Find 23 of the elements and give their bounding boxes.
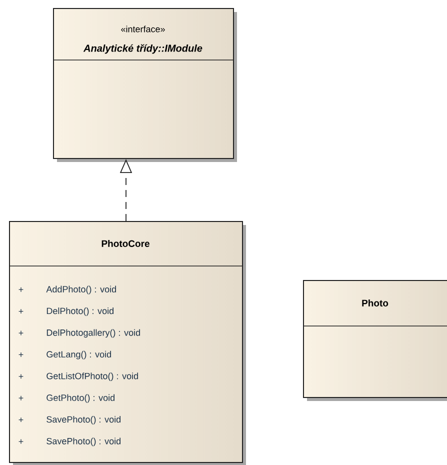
operation-label: DelPhotogallery() : void (46, 329, 140, 338)
visibility-marker: + (18, 352, 24, 357)
visibility-marker: + (18, 287, 24, 292)
operation-label: DelPhoto() : void (46, 308, 114, 316)
operation-label: GetLang() : void (46, 350, 111, 360)
visibility-marker: + (18, 439, 24, 444)
operation-label: AddPhoto() : void (46, 286, 116, 294)
visibility-marker: + (18, 396, 24, 400)
visibility-marker: + (18, 309, 24, 314)
visibility-marker: + (18, 374, 24, 379)
operation-label: GetPhoto() : void (46, 394, 114, 403)
operation-label: SavePhoto() : void (46, 438, 120, 446)
operation-label: SavePhoto() : void (46, 416, 120, 424)
operation-label: GetListOfPhoto() : void (46, 372, 138, 381)
class-name: PhotoCore (102, 240, 150, 247)
class-name: Photo (362, 300, 388, 306)
visibility-marker: + (18, 330, 24, 336)
class-box (8, 221, 246, 465)
class-box (52, 8, 237, 162)
interface-name: Analytické třídy::IModule (83, 44, 202, 54)
class-box (302, 280, 447, 401)
stereotype-label: «interface» (121, 26, 165, 32)
visibility-marker: + (18, 418, 24, 422)
